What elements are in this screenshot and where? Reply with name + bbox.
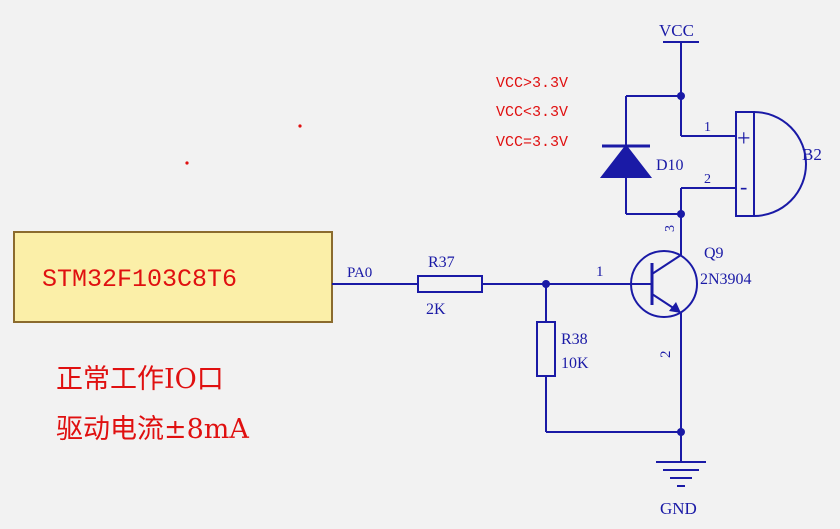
r38-ref: R38 (561, 331, 588, 348)
buzzer-ref: B2 (802, 145, 822, 164)
buzzer-pin1-label: 1 (704, 120, 711, 135)
resistor-r38 (536, 321, 556, 377)
vcc-note-gt: VCC>3.3V (496, 75, 568, 92)
stray-dot (185, 161, 189, 165)
buzzer-pin2-label: 2 (704, 172, 711, 187)
q9-pin-collector: 3 (663, 225, 678, 232)
diode-d10-triangle (599, 144, 653, 178)
vcc-note-eq: VCC=3.3V (496, 134, 568, 151)
buzzer-b2-dome (753, 111, 807, 217)
note-line-2: 驱动电流±8mA (56, 414, 249, 445)
r37-value: 2K (426, 301, 446, 318)
note-line-1: 正常工作IO口 (56, 364, 224, 395)
gnd-label: GND (660, 499, 697, 518)
vcc-label: VCC (659, 21, 694, 40)
q9-emitter-arrow (669, 302, 681, 313)
q9-part: 2N3904 (700, 271, 752, 288)
chip-part-label: STM32F103C8T6 (42, 265, 237, 294)
stray-dot (298, 124, 302, 128)
stm32-chip (13, 231, 333, 323)
q9-pin-base: 1 (596, 264, 604, 280)
resistor-r37 (417, 275, 483, 293)
pin-pa0-label: PA0 (347, 265, 372, 281)
r38-value: 10K (561, 355, 589, 372)
buzzer-minus: - (740, 174, 747, 199)
buzzer-b2 (735, 111, 755, 217)
gnd-symbol (656, 461, 706, 487)
q9-ref: Q9 (704, 245, 724, 262)
vcc-note-lt: VCC<3.3V (496, 104, 568, 121)
junction-gnd (677, 428, 685, 436)
r37-ref: R37 (428, 254, 455, 271)
transistor-q9 (630, 250, 698, 318)
q9-pin-emitter: 2 (658, 351, 674, 359)
q9-collector-lead (651, 254, 682, 275)
buzzer-plus: + (737, 126, 751, 152)
diode-ref: D10 (656, 157, 684, 174)
